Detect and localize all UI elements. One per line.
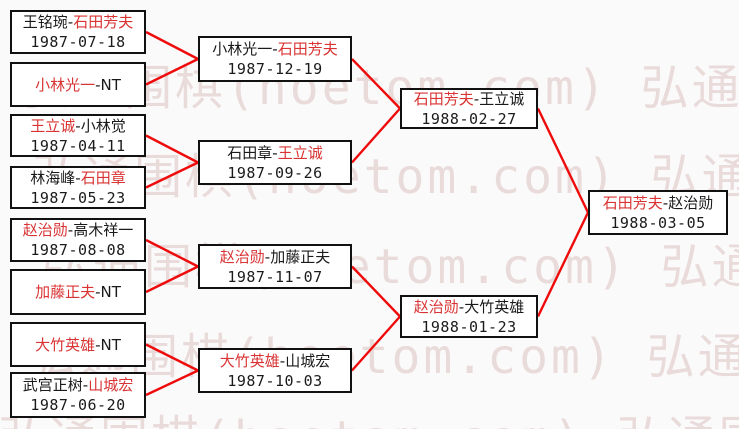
player-name: 武宫正树- [22,376,89,394]
player-name: 石田章- [227,143,278,162]
player-name: 小林光一 [35,75,96,94]
match-date: 1988-03-05 [610,213,706,232]
player-name: 山城宏 [88,376,134,394]
player-name: 小林光一- [212,40,278,58]
match-box-round2-4: 大竹英雄-山城宏 1987-10-03 [198,348,352,393]
match-box-round1-5: 赵治勋-高木祥一 1987-08-08 [10,218,146,262]
match-date: 1987-09-26 [227,163,323,182]
player-name: 赵治勋 [22,221,68,239]
player-name: 王铭琬- [22,13,74,31]
player-name: 大竹英雄 [219,351,280,370]
player-name: -赵治勋 [662,193,714,212]
player-name: 大竹英雄 [35,335,96,354]
match-box-final: 石田芳夫-赵治勋 1988-03-05 [588,190,728,235]
match-players: 大竹英雄-NT [35,335,121,355]
player-name: 林海峰- [30,168,81,187]
player-name: -王立诚 [473,89,525,108]
player-name: -加藤正夫 [264,247,331,266]
player-name: 石田芳夫 [602,193,663,212]
match-box-round1-1: 王铭琬-石田芳夫 1987-07-18 [10,10,146,54]
match-box-round1-8: 武宫正树-山城宏 1987-06-20 [10,372,146,418]
player-name: 加藤正夫 [35,283,96,301]
match-players: 小林光一-石田芳夫 [212,39,337,59]
match-date: 1987-10-03 [227,371,323,390]
match-players: 石田章-王立诚 [227,143,322,163]
watermark-text: 弘通围棋(hoetom.com) 弘通围棋(hoetom.com) [28,329,739,385]
match-players: 石田芳夫-赵治勋 [603,193,713,213]
match-date: 1987-07-18 [30,33,126,51]
player-name: -NT [95,335,121,354]
player-name: 石田章 [80,168,126,187]
match-box-round1-2: 小林光一-NT [10,62,146,107]
match-box-semifinal-2: 赵治勋-大竹英雄 1988-01-23 [400,295,538,338]
match-date: 1987-08-08 [30,241,126,259]
player-name: -小林觉 [75,116,126,135]
player-name: 王立诚 [30,116,76,135]
match-date: 1987-04-11 [30,136,126,155]
match-box-round2-1: 小林光一-石田芳夫 1987-12-19 [198,36,352,82]
match-players: 王铭琬-石田芳夫 [23,12,133,32]
match-box-round1-4: 林海峰-石田章 1987-05-23 [10,166,146,209]
match-date: 1988-01-23 [421,317,517,336]
player-name: -山城宏 [279,351,331,370]
player-name: 石田芳夫 [73,13,134,31]
match-date: 1987-11-07 [227,267,323,286]
match-box-round1-3: 王立诚-小林觉 1987-04-11 [10,114,146,157]
match-date: 1988-02-27 [421,109,517,128]
match-players: 武宫正树-山城宏 [23,375,133,395]
match-players: 小林光一-NT [35,75,121,95]
match-players: 加藤正夫-NT [35,282,121,302]
player-name: 石田芳夫 [413,89,474,108]
match-players: 大竹英雄-山城宏 [220,351,330,371]
match-players: 林海峰-石田章 [30,168,125,188]
player-name: -NT [95,75,121,94]
match-date: 1987-05-23 [30,188,126,207]
player-name: 赵治勋 [413,297,459,316]
match-players: 赵治勋-加藤正夫 [220,247,330,267]
match-box-round1-7: 大竹英雄-NT [10,322,146,367]
match-date: 1987-12-19 [227,60,323,78]
match-players: 赵治勋-高木祥一 [23,220,133,240]
watermark-text: 弘通围棋(hoetom.com) 弘通围棋(hoetom.com) [0,399,739,429]
match-date: 1987-06-20 [30,396,126,414]
player-name: -大竹英雄 [458,297,525,316]
player-name: 石田芳夫 [277,40,338,58]
match-box-round2-3: 赵治勋-加藤正夫 1987-11-07 [198,244,352,289]
match-box-round2-2: 石田章-王立诚 1987-09-26 [198,140,352,185]
player-name: 赵治勋 [219,247,265,266]
player-name: 王立诚 [277,143,323,162]
match-box-round1-6: 加藤正夫-NT [10,269,146,315]
match-players: 王立诚-小林觉 [30,116,125,136]
player-name: -高木祥一 [67,221,134,239]
match-players: 石田芳夫-王立诚 [414,89,524,109]
match-players: 赵治勋-大竹英雄 [414,297,524,317]
player-name: -NT [95,283,121,301]
match-box-semifinal-1: 石田芳夫-王立诚 1988-02-27 [400,88,538,129]
